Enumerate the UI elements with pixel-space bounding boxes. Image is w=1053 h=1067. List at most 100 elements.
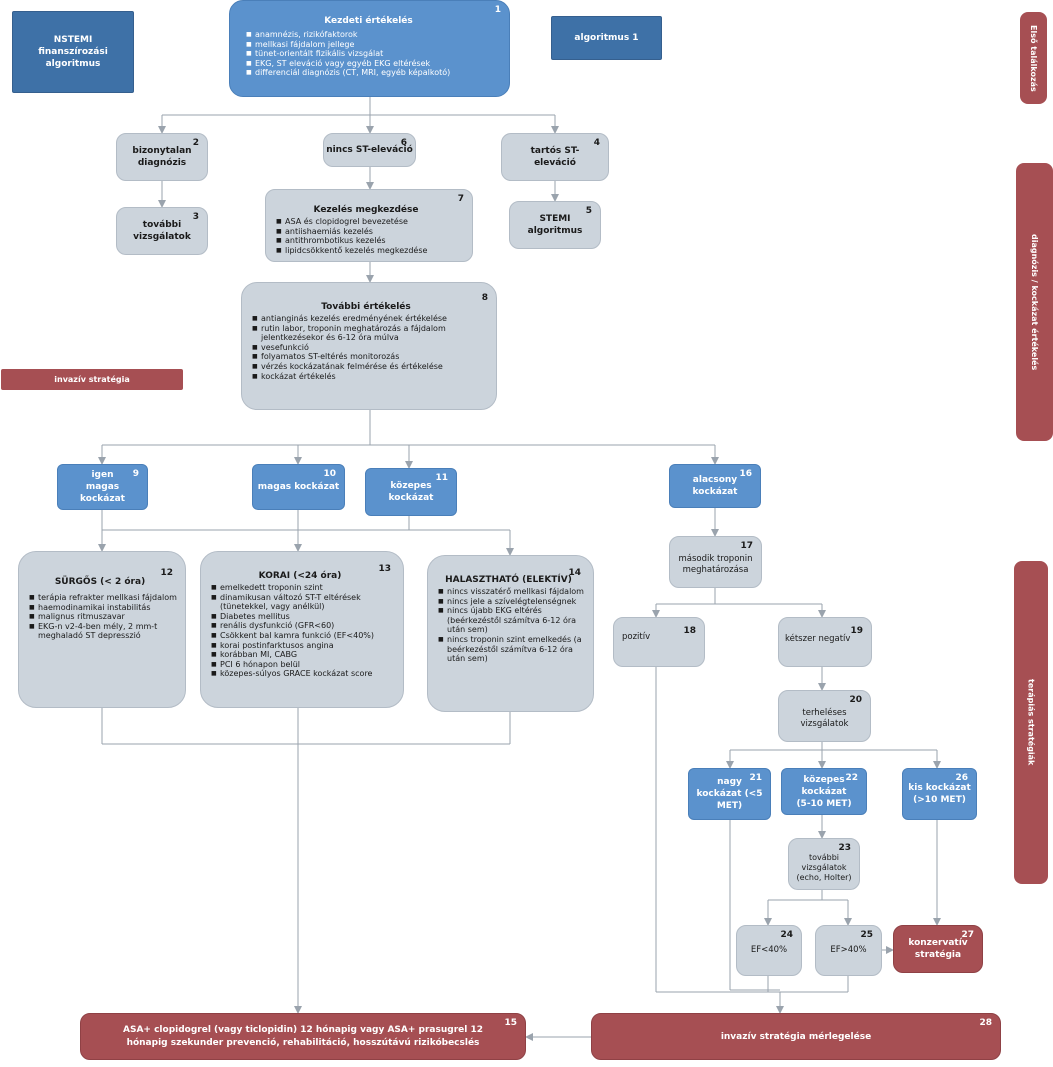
- node-second-troponin: 17 második troponin meghatározása: [669, 536, 762, 588]
- node-text: közepes kockázat: [388, 481, 434, 503]
- node-text: magas kockázat: [257, 482, 340, 492]
- node-number: 9: [132, 469, 139, 479]
- algorithm-title: algoritmus 1: [574, 33, 639, 43]
- node-number: 24: [780, 930, 793, 940]
- nstemi-title: NSTEMI finanszírozási algoritmus: [38, 35, 108, 69]
- node-number: 6: [400, 138, 407, 148]
- node-medium-risk-met: 22 közepes kockázat (5-10 MET): [781, 768, 867, 815]
- node-item: nincs újabb EKG eltérés (beérkezéstől sz…: [438, 606, 589, 635]
- node-number: 12: [160, 568, 173, 578]
- node-conservative-strategy: 27 konzervatív stratégia: [893, 925, 983, 973]
- node-item: dinamikusan változó ST-T eltérések (tüne…: [211, 593, 399, 612]
- node-item: korai postinfarktusos angina: [211, 641, 399, 651]
- node-item: tünet-orientált fizikális vizsgálat: [246, 49, 501, 59]
- node-further-tests-echo: 23 további vizsgálatok (echo, Holter): [788, 838, 860, 890]
- node-items: emelkedett troponin szintdinamikusan vál…: [201, 583, 399, 679]
- node-item: korábban MI, CABG: [211, 650, 399, 660]
- node-item: EKG-n v2-4-ben mély, 2 mm-t meghaladó ST…: [29, 622, 181, 641]
- node-low-risk-met: 26 kis kockázat (>10 MET): [902, 768, 977, 820]
- node-stress-tests: 20 terheléses vizsgálatok: [778, 690, 871, 742]
- node-number: 19: [850, 626, 863, 636]
- node-number: 21: [749, 773, 762, 783]
- node-text: ASA+ clopidogrel (vagy ticlopidin) 12 hó…: [123, 1024, 483, 1048]
- node-title: Kezdeti értékelés: [324, 16, 413, 26]
- node-item: lipidcsökkentő kezelés megkezdése: [276, 246, 466, 256]
- node-item: Csökkent bal kamra funkció (EF<40%): [211, 631, 399, 641]
- node-text: igen magas kockázat: [80, 470, 125, 504]
- node-item: antiishaemiás kezelés: [276, 227, 466, 237]
- node-number: 5: [585, 206, 592, 216]
- sidebar-diagnosis-risk: diagnózis / kockázat értékelés: [1016, 163, 1053, 441]
- node-initial-assessment: 1 Kezdeti értékelés anamnézis, rizikófak…: [229, 0, 510, 97]
- node-number: 13: [378, 564, 391, 574]
- node-item: EKG, ST eleváció vagy egyéb EKG eltérése…: [246, 59, 501, 69]
- node-ef-below-40: 24 EF<40%: [736, 925, 802, 976]
- invasive-strategy-label: invazív stratégia: [1, 369, 183, 390]
- node-high-risk-met: 21 nagy kockázat (<5 MET): [688, 768, 771, 820]
- node-text: EF>40%: [830, 945, 867, 955]
- node-items: anamnézis, rizikófaktorokmellkasi fájdal…: [236, 30, 501, 78]
- node-item: rutin labor, troponin meghatározás a fáj…: [252, 324, 490, 343]
- node-text: konzervatív stratégia: [908, 938, 968, 960]
- node-item: emelkedett troponin szint: [211, 583, 399, 593]
- node-item: antithrombotikus kezelés: [276, 236, 466, 246]
- node-number: 25: [860, 930, 873, 940]
- sidebar-first-findings: Első találkozás: [1020, 12, 1047, 104]
- node-high-risk: 10 magas kockázat: [252, 464, 345, 510]
- node-text: bizonytalan diagnózis: [132, 146, 192, 168]
- node-text: közepes kockázat (5-10 MET): [796, 774, 852, 809]
- node-title: További értékelés: [321, 302, 411, 312]
- node-item: antianginás kezelés eredményének értékel…: [252, 314, 490, 324]
- node-number: 17: [740, 541, 753, 551]
- node-number: 23: [838, 843, 851, 853]
- node-number: 11: [435, 473, 448, 483]
- node-start-treatment: 7 Kezelés megkezdése ASA és clopidogrel …: [265, 189, 473, 262]
- node-number: 18: [683, 626, 696, 636]
- node-urgent: 12 SÜRGŐS (< 2 óra) terápia refrakter me…: [18, 551, 186, 708]
- node-number: 4: [593, 138, 600, 148]
- node-text: pozitív: [622, 632, 651, 642]
- node-item: ASA és clopidogrel bevezetése: [276, 217, 466, 227]
- node-very-high-risk: 9 igen magas kockázat: [57, 464, 148, 510]
- node-item: nincs visszatérő mellkasi fájdalom: [438, 587, 589, 597]
- node-item: anamnézis, rizikófaktorok: [246, 30, 501, 40]
- node-item: terápia refrakter mellkasi fájdalom: [29, 593, 181, 603]
- node-item: folyamatos ST-eltérés monitorozás: [252, 352, 490, 362]
- node-number: 26: [955, 773, 968, 783]
- node-title: SÜRGŐS (< 2 óra): [54, 577, 146, 587]
- node-persistent-st-elevation: 4 tartós ST-eleváció: [501, 133, 609, 181]
- node-positive: 18 pozitív: [613, 617, 705, 667]
- node-twice-negative: 19 kétszer negatív: [778, 617, 872, 667]
- node-text: nincs ST-eleváció: [326, 145, 413, 155]
- node-item: nincs troponin szint emelkedés (a beérke…: [438, 635, 589, 664]
- node-text: kis kockázat (>10 MET): [908, 783, 971, 805]
- node-low-risk: 16 alacsony kockázat: [669, 464, 761, 508]
- sidebar-first-findings-label: Első találkozás: [1029, 24, 1038, 92]
- node-medium-risk: 11 közepes kockázat: [365, 468, 457, 516]
- node-item: malignus ritmuszavar: [29, 612, 181, 622]
- node-title: KORAI (<24 óra): [258, 571, 342, 581]
- node-secondary-prevention: 15 ASA+ clopidogrel (vagy ticlopidin) 12…: [80, 1013, 526, 1060]
- node-item: haemodinamikai instabilitás: [29, 603, 181, 613]
- node-item: vérzés kockázatának felmérése és értékel…: [252, 362, 490, 372]
- sidebar-therapy-strategies: terápiás stratégiák: [1014, 561, 1048, 884]
- node-item: renális dysfunkció (GFR<60): [211, 621, 399, 631]
- node-early: 13 KORAI (<24 óra) emelkedett troponin s…: [200, 551, 404, 708]
- node-number: 8: [481, 293, 488, 303]
- node-items: terápia refrakter mellkasi fájdalomhaemo…: [19, 593, 181, 641]
- node-number: 14: [568, 568, 581, 578]
- node-items: antianginás kezelés eredményének értékel…: [242, 314, 490, 381]
- node-text: második troponin meghatározása: [678, 554, 753, 575]
- node-number: 3: [192, 212, 199, 222]
- node-number: 15: [504, 1018, 517, 1028]
- node-number: 22: [845, 773, 858, 783]
- node-items: ASA és clopidogrel bevezetéseantiishaemi…: [266, 217, 466, 255]
- node-text: nagy kockázat (<5 MET): [696, 777, 763, 811]
- node-text: STEMI algoritmus: [527, 214, 583, 236]
- node-text: kétszer negatív: [785, 634, 851, 644]
- node-number: 16: [739, 469, 752, 479]
- node-number: 20: [849, 695, 862, 705]
- node-item: nincs jele a szívelégtelenségnek: [438, 597, 589, 607]
- node-stemi-algorithm: 5 STEMI algoritmus: [509, 201, 601, 249]
